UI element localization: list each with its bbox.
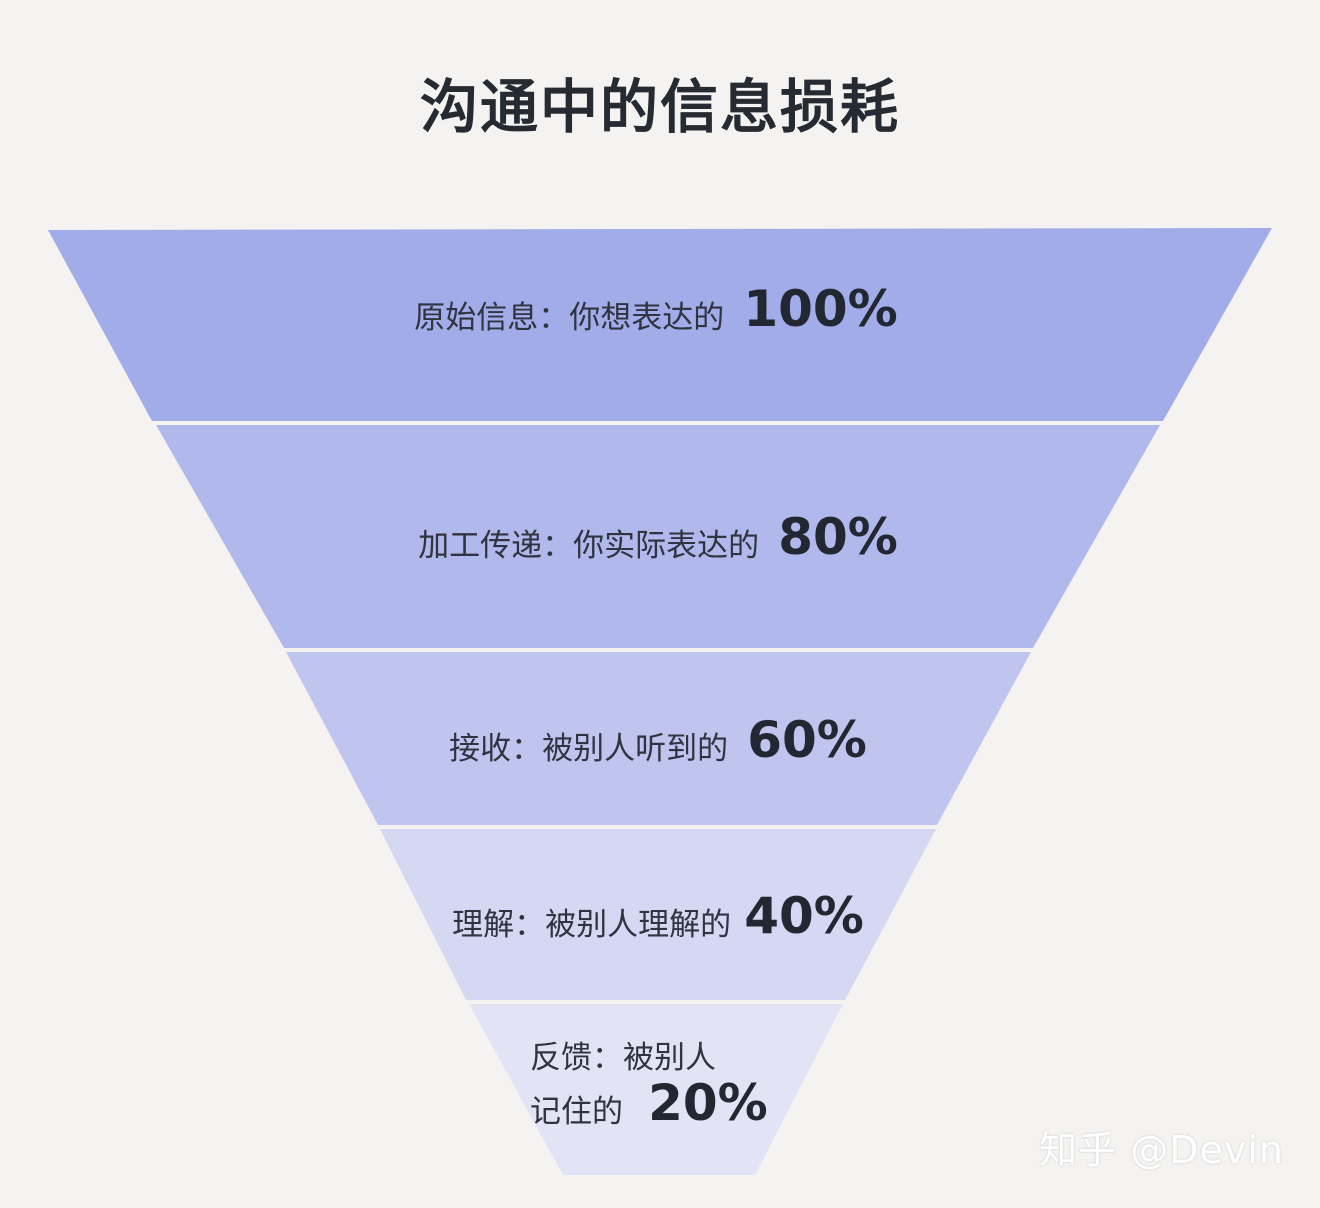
funnel-layer-1 xyxy=(48,228,1272,421)
layer-5-percent: 20% xyxy=(648,1074,768,1132)
layer-1-percent: 100% xyxy=(743,280,897,338)
layer-4-label: 理解：被别人理解的 40% xyxy=(452,887,864,945)
funnel-layer-3 xyxy=(286,652,1031,825)
layer-4-percent: 40% xyxy=(744,887,864,945)
layer-5-label: 记住的 20% xyxy=(530,1074,768,1132)
layer-4-desc: 理解：被别人理解的 xyxy=(452,907,731,943)
watermark: 知乎 @Devin xyxy=(1039,1128,1284,1172)
diagram-title: 沟通中的信息损耗 xyxy=(419,73,900,141)
layer-5-desc-line1: 反馈：被别人 xyxy=(530,1040,716,1076)
layer-2-percent: 80% xyxy=(778,508,898,566)
layer-1-desc: 原始信息：你想表达的 xyxy=(414,300,724,336)
layer-2-label: 加工传递：你实际表达的 80% xyxy=(418,508,898,566)
funnel-layer-5 xyxy=(469,1004,843,1175)
layer-1-label: 原始信息：你想表达的 100% xyxy=(414,280,898,338)
layer-3-label: 接收：被别人听到的 60% xyxy=(449,711,867,769)
funnel-layer-2 xyxy=(156,425,1160,648)
layer-3-percent: 60% xyxy=(747,711,867,769)
funnel-layer-4 xyxy=(380,829,936,1000)
layer-3-desc: 接收：被别人听到的 xyxy=(449,731,728,767)
layer-2-desc: 加工传递：你实际表达的 xyxy=(418,528,759,564)
layer-5-desc-line2: 记住的 xyxy=(530,1094,623,1130)
